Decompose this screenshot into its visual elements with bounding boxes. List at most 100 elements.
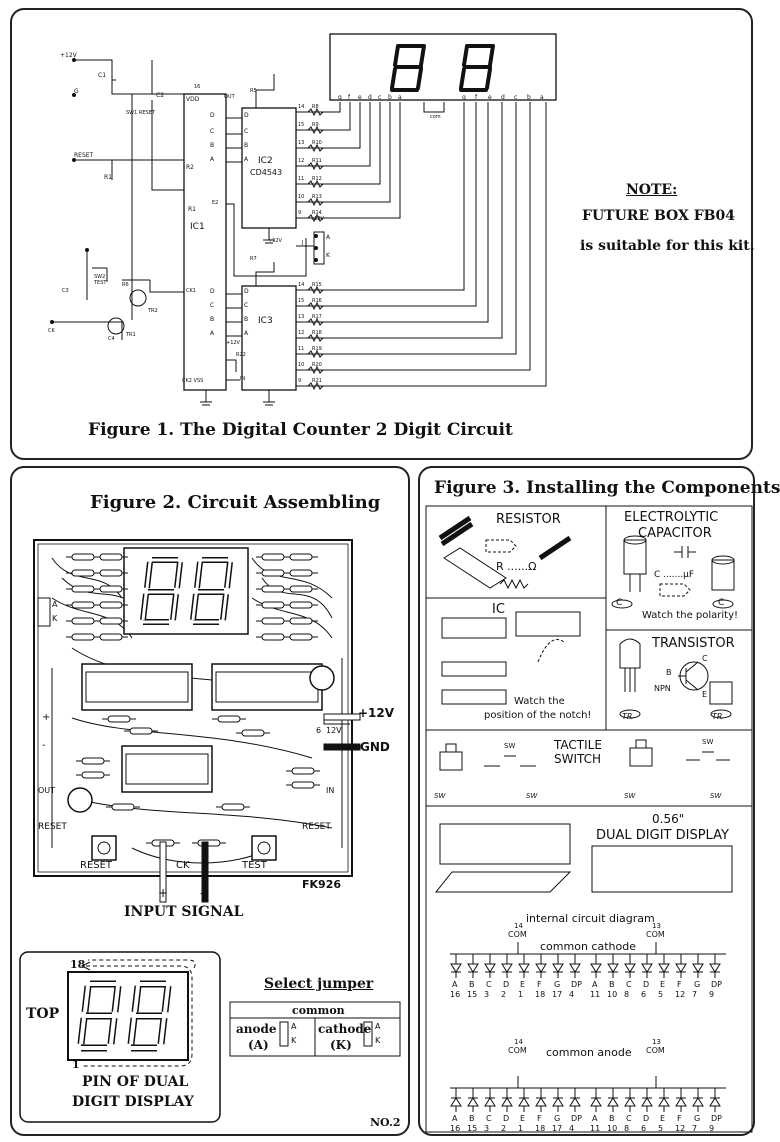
segment-name: D (643, 980, 650, 989)
label-npn: NPN (654, 684, 671, 693)
label-com-pin-left-ca: 14 (514, 1038, 523, 1046)
pin-number: 10 (607, 990, 618, 999)
label-com-pin-right-ca: 13 (652, 1038, 661, 1046)
pin-number: 11 (590, 990, 601, 999)
resistor-label: R10 (312, 140, 322, 146)
ic1-output-letter: A (210, 156, 215, 163)
pin-number: 12 (675, 990, 686, 999)
label-tactile: TACTILE (554, 738, 602, 752)
pin-number: 2 (501, 1124, 507, 1133)
label-ic2: IC2 (258, 156, 273, 166)
ic1-output-letter: D (210, 112, 215, 119)
select-jumper-title: Select jumper (264, 976, 374, 992)
segment-name: F (677, 980, 682, 989)
pcb-resistor (217, 715, 241, 723)
led-segment-diode (641, 954, 653, 978)
ic3-input-letter: D (244, 288, 249, 295)
pcb-resistor (71, 633, 95, 641)
label-base: B (666, 668, 672, 677)
label-plus-12v: +12V (358, 706, 395, 720)
label-12v-d: +12V (310, 216, 324, 222)
led-segment-diode (709, 1088, 721, 1112)
segment-name: C (626, 1114, 632, 1123)
label-e2: E2 (212, 200, 219, 206)
figure-1-caption: Figure 1. The Digital Counter 2 Digit Ci… (88, 420, 513, 440)
label-com-pin-left-cc: 14 (514, 922, 523, 930)
label-r7: R7 (250, 256, 257, 262)
label-r1: R1 (104, 174, 112, 181)
figure-2-title: Figure 2. Circuit Assembling (90, 492, 381, 513)
label-r22: R22 (236, 352, 246, 358)
pcb-resistor (71, 553, 95, 561)
figure-1-panel: +12V G RESET C1 C2 SW1 RESET R1 VDD 16 R… (10, 8, 755, 460)
pin-caption-1: PIN OF DUAL (82, 1074, 189, 1090)
pcb-display (123, 547, 249, 635)
ic2-input-letter: C (244, 128, 249, 135)
ic1-output-letter: C (210, 302, 215, 309)
led-segment-diode (467, 954, 479, 978)
led-segment-diode (501, 1088, 513, 1112)
segment-name: DP (711, 1114, 722, 1123)
segment-name: E (660, 980, 666, 989)
segment-name: D (503, 980, 510, 989)
label-sw-tag-4: SW (710, 792, 722, 800)
transistor-tr2-symbol (129, 289, 147, 307)
led-segment-diode (484, 954, 496, 978)
pcb-resistor (99, 585, 123, 593)
led-segment-diode (641, 1088, 653, 1112)
label-sw-tag-2: SW (526, 792, 538, 800)
segment-name: A (452, 980, 458, 989)
label-r2-ic1: R2 (186, 164, 194, 171)
pcb-jumper (37, 597, 51, 627)
page-number: NO.2 (370, 1116, 401, 1129)
diodes-common-cathode (450, 954, 721, 978)
pcb-resistor (197, 839, 221, 847)
led-segment-diode (607, 954, 619, 978)
label-display-size: 0.56" (652, 812, 685, 826)
led-segment-diode (552, 954, 564, 978)
pin-number: 10 (607, 1124, 618, 1133)
segment-letter: a (540, 94, 544, 101)
segment-letter: c (378, 94, 382, 101)
label-cathode-k: K (375, 1036, 381, 1045)
resistor-label: R17 (312, 314, 322, 320)
led-segment-diode (467, 1088, 479, 1112)
pin-number: 6 (641, 990, 647, 999)
led-segment-diode (675, 1088, 687, 1112)
segment-name: DP (571, 1114, 582, 1123)
label-gnd: GND (360, 740, 390, 754)
circuit-schematic (50, 33, 557, 406)
segment-letter: f (475, 94, 478, 101)
label-sw2: SW2 TEST (94, 274, 107, 286)
led-segment-diode (569, 954, 581, 978)
label-r1-ic1: R1 (188, 206, 196, 213)
pcb-resistor (289, 569, 313, 577)
label-sw-symbol-1: SW (504, 742, 516, 750)
resistor-label: R12 (312, 176, 322, 182)
led-segment-diode (518, 954, 530, 978)
label-jumper-k: K (326, 252, 330, 259)
ic3-input-letter: B (244, 316, 249, 323)
label-pin16: 16 (194, 84, 201, 90)
label-anode-k: K (291, 1036, 297, 1045)
label-com-left-ca: COM (508, 1046, 527, 1055)
display-outline (329, 33, 557, 101)
label-com-right-cc: COM (646, 930, 665, 939)
pin-number: 15 (467, 990, 478, 999)
label-input-plus: + (158, 886, 169, 900)
segment-letter: g (338, 94, 342, 101)
label-com: com (430, 114, 441, 120)
led-segment-diode (501, 954, 513, 978)
ic1-output-letter: B (210, 142, 215, 149)
segment-name: C (486, 1114, 492, 1123)
wire-input-minus (201, 841, 209, 903)
label-watch-polarity: Watch the polarity! (642, 610, 739, 621)
segment-letter: b (388, 94, 392, 101)
label-ic: IC (492, 602, 505, 617)
label-ck: CK (176, 860, 190, 871)
pcb-resistor (81, 757, 105, 765)
label-pin-18: 18 (70, 958, 86, 971)
label-reset-right: RESET (302, 822, 331, 832)
label-pcb-jumper-a: A (52, 600, 58, 609)
label-capacitor: CAPACITOR (638, 526, 712, 541)
